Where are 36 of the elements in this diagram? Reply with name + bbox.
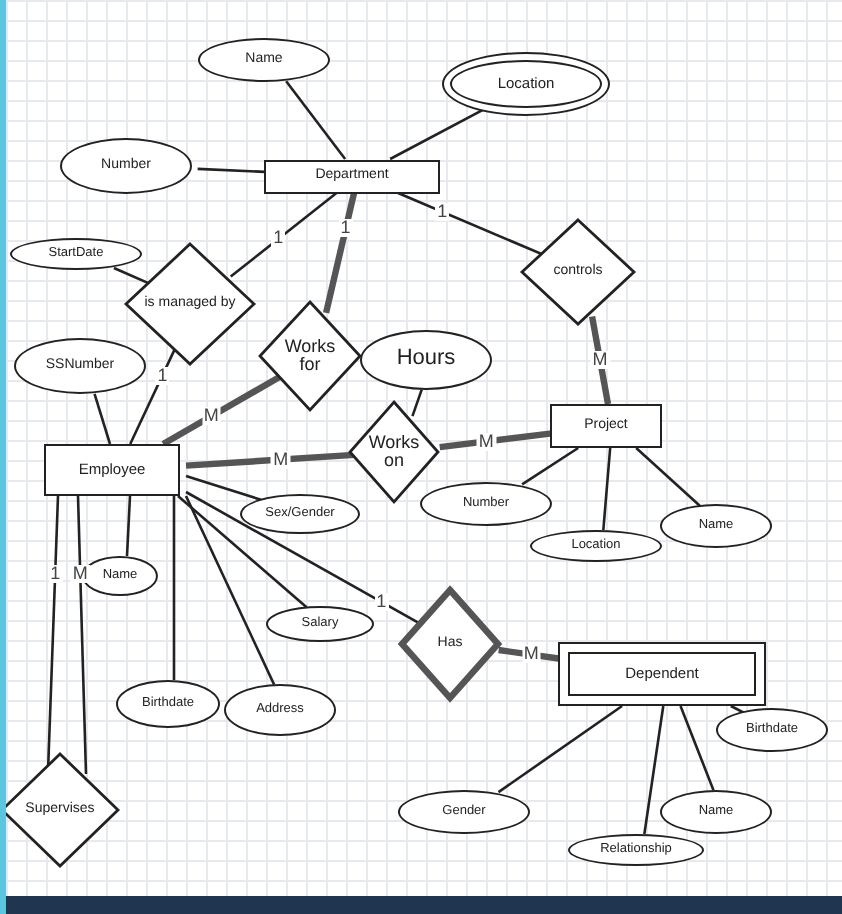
edge-label: M (521, 645, 541, 664)
connector-line (93, 393, 112, 445)
connector-line (161, 372, 285, 447)
connector-line (172, 496, 176, 680)
edge-label: M (70, 564, 90, 583)
connector-line (389, 108, 484, 161)
connector-line (285, 80, 347, 160)
connector-line (125, 495, 132, 557)
edge-label: M (271, 450, 291, 469)
connector-line (113, 266, 153, 287)
connector-line (635, 447, 701, 507)
relationship-diamond: Works for (260, 302, 360, 410)
edge-label: 1 (338, 219, 353, 238)
edge-label: 1 (155, 366, 170, 385)
connector-line (184, 495, 276, 686)
attribute-ellipse: Hours (360, 330, 492, 390)
connector-line (602, 447, 612, 531)
connector-line (177, 495, 308, 609)
connector-line (229, 192, 338, 278)
edge-label: 1 (435, 202, 450, 221)
connector-line (411, 389, 423, 417)
connector-line (76, 495, 88, 775)
connector-line (322, 192, 358, 314)
edge-label: M (201, 407, 221, 426)
connector-line (521, 446, 579, 486)
connector-line (588, 315, 612, 405)
edge-label: 1 (271, 229, 286, 248)
connector-line (643, 705, 665, 835)
edge-label: M (476, 432, 496, 451)
connector-line (497, 704, 623, 794)
connector-line (679, 705, 715, 791)
connector-line (185, 474, 263, 502)
edge-label: 1 (374, 592, 389, 611)
relationship-diamond: Works on (350, 402, 438, 502)
edge-label: 1 (48, 564, 63, 583)
edge-label: M (590, 351, 610, 370)
